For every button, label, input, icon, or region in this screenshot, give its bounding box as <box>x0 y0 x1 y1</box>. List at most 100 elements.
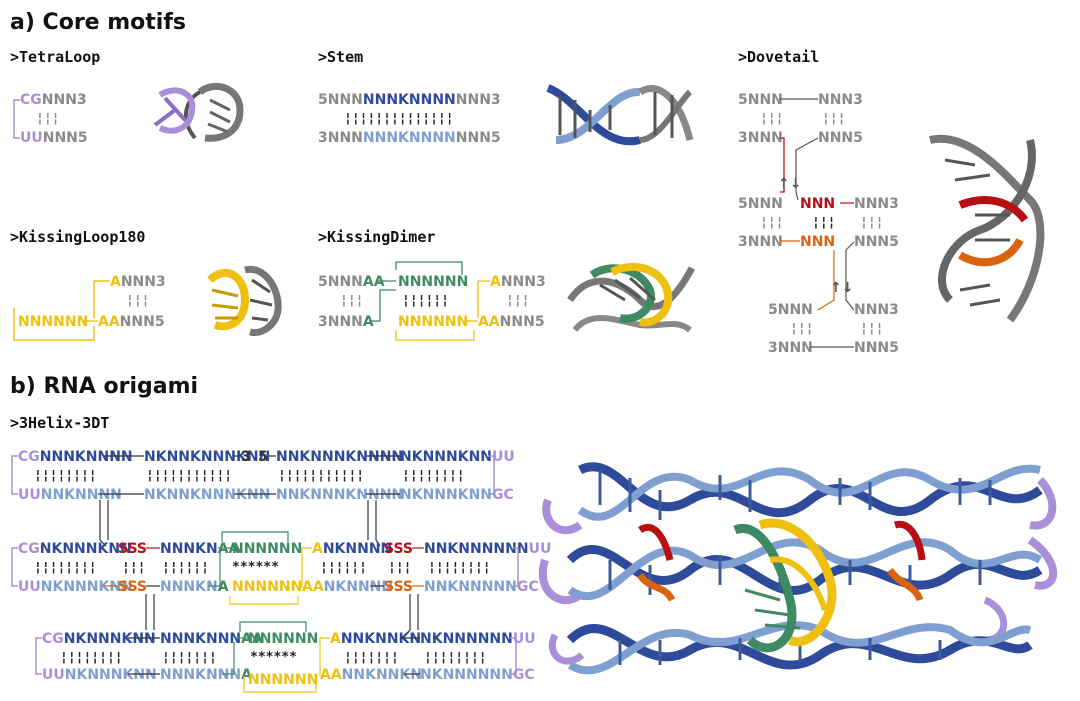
svg-text:¦¦¦¦¦¦: ¦¦¦¦¦¦ <box>162 560 209 575</box>
svg-text:AANKNNNN: AANKNNNN <box>302 579 393 595</box>
stem-diagram: 5NNNNNNKNNNNNNN3 ¦¦¦¦¦¦¦¦¦¦¦¦¦¦ 3NNNNNNK… <box>318 88 690 146</box>
svg-text:¦¦¦: ¦¦¦ <box>122 560 145 575</box>
kissingloop-3d-model <box>210 269 278 332</box>
svg-text:AANNN5: AANNN5 <box>98 314 165 330</box>
svg-text:CGNNNKNNNN: CGNNNKNNNN <box>18 449 133 465</box>
stem-3d-model <box>548 88 690 141</box>
svg-text:¦¦¦¦¦¦¦¦: ¦¦¦¦¦¦¦¦ <box>424 650 487 665</box>
svg-text:5: 5 <box>258 449 268 465</box>
svg-text:******: ****** <box>232 560 279 575</box>
svg-text:¦¦¦: ¦¦¦ <box>760 215 783 230</box>
svg-text:NNKNNNNNGC: NNKNNNNNGC <box>424 579 539 595</box>
tetra-bot-loop: UU <box>20 130 43 146</box>
svg-text:¦¦¦¦¦¦¦¦: ¦¦¦¦¦¦¦¦ <box>402 468 465 483</box>
svg-text:3: 3 <box>241 449 251 465</box>
svg-text:AANNKNNKN: AANNKNNKN <box>320 667 422 683</box>
svg-text:CGNKNNNKNN: CGNKNNNKNN <box>42 631 156 647</box>
svg-text:¦¦¦: ¦¦¦ <box>506 293 529 308</box>
svg-text:UUNNN5: UUNNN5 <box>20 130 88 146</box>
svg-text:¦¦¦: ¦¦¦ <box>822 111 845 126</box>
stem-pairs: ¦¦¦¦¦¦¦¦¦¦¦¦¦¦ <box>344 111 454 126</box>
svg-text:3NNNA: 3NNNA <box>318 314 374 330</box>
svg-text:NKNNKNNNKNN: NKNNKNNNKNN <box>144 449 270 465</box>
svg-text:NNN5: NNN5 <box>854 234 899 250</box>
svg-text:NNN: NNN <box>800 196 835 212</box>
svg-text:3NNNNNNKNNNNNNN5: 3NNNNNNKNNNNNNN5 <box>318 130 501 146</box>
origami-3d-model <box>543 467 1053 671</box>
svg-text:SSS: SSS <box>384 579 413 595</box>
tetraloop-3d-model <box>155 86 240 138</box>
svg-text:SSS: SSS <box>118 541 147 557</box>
svg-text:3NNN: 3NNN <box>768 340 813 356</box>
dovetail-diagram: 5NNN NNN3 ¦¦¦ ¦¦¦ 3NNN NNN5 ↑↓ 5NNN NNN … <box>738 92 1040 356</box>
svg-text:NNNNNN: NNNNNN <box>232 579 302 595</box>
svg-text:¦¦¦: ¦¦¦ <box>790 321 813 336</box>
svg-text:3NNN: 3NNN <box>738 130 783 146</box>
svg-text:CGNNN3: CGNNN3 <box>20 92 87 108</box>
svg-text:5NNNNNNKNNNNNNN3: 5NNNNNNKNNNNNNN3 <box>318 92 501 108</box>
svg-text:NNNNNN: NNNNNN <box>248 631 318 647</box>
svg-text:5NNN: 5NNN <box>768 302 813 318</box>
svg-text:NNNKNNNA: NNNKNNNA <box>160 667 252 683</box>
tetra-pairs: ¦¦¦ <box>36 111 59 126</box>
dovetail-3d-model <box>930 139 1040 320</box>
svg-text:¦¦¦¦¦¦: ¦¦¦¦¦¦ <box>402 293 449 308</box>
tetra-top-loop: CG <box>20 92 42 108</box>
svg-text:NNNKNAA: NNNKNAA <box>160 541 240 557</box>
svg-text:NNN5: NNN5 <box>854 340 899 356</box>
svg-text:5NNNAA: 5NNNAA <box>318 274 385 290</box>
tetra-bot-stem: NNN5 <box>43 130 88 146</box>
svg-text:¦¦¦: ¦¦¦ <box>860 321 883 336</box>
svg-text:ANKNNNN: ANKNNNN <box>312 541 392 557</box>
svg-text:UUNKNNNKNN: UUNKNNNKNN <box>42 667 157 683</box>
svg-text:¦¦¦: ¦¦¦ <box>388 560 411 575</box>
svg-text:¦¦¦: ¦¦¦ <box>860 215 883 230</box>
svg-text:ANNN3: ANNN3 <box>490 274 546 290</box>
svg-text:NKNNNKNNGC: NKNNNKNNGC <box>400 487 514 503</box>
svg-text:******: ****** <box>250 650 297 665</box>
svg-text:NNNNNN: NNNNNN <box>398 274 468 290</box>
svg-text:5NNN: 5NNN <box>738 196 783 212</box>
tetra-top-stem: NNN3 <box>42 92 87 108</box>
svg-text:¦¦¦¦¦¦¦: ¦¦¦¦¦¦¦ <box>162 650 217 665</box>
svg-text:NNKNNNKNNNN: NNKNNNKNNNN <box>276 449 403 465</box>
svg-text:5NNN: 5NNN <box>738 92 783 108</box>
kissingloop-diagram: ANNN3 ¦¦¦ NNNNNN AANNN5 <box>14 269 278 340</box>
svg-text:NNKNNNNNNUU: NNKNNNNNNUU <box>424 541 551 557</box>
svg-text:AANNN5: AANNN5 <box>478 314 545 330</box>
svg-text:3NNN: 3NNN <box>738 234 783 250</box>
svg-text:ANNN3: ANNN3 <box>110 274 166 290</box>
svg-text:NKNNNNNNUU: NKNNNNNNUU <box>420 631 536 647</box>
svg-text:↑↓: ↑↓ <box>830 280 853 296</box>
svg-text:NNNNNN: NNNNNN <box>18 314 88 330</box>
svg-text:↑↓: ↑↓ <box>778 176 801 192</box>
svg-text:UUNNKNNNN: UUNNKNNNN <box>18 487 122 503</box>
svg-text:NNNNNN: NNNNNN <box>248 672 318 688</box>
svg-text:SSS: SSS <box>118 579 147 595</box>
svg-text:¦¦¦: ¦¦¦ <box>760 111 783 126</box>
svg-text:NNN5: NNN5 <box>818 130 863 146</box>
kissingdimer-diagram: 5NNNAA NNNNNN ANNN3 ¦¦¦ ¦¦¦¦¦¦ ¦¦¦ 3NNNA… <box>318 262 692 340</box>
svg-text:CGNKNNNKNN: CGNKNNNKNN <box>18 541 132 557</box>
kissingdimer-3d-model <box>570 267 692 330</box>
svg-text:NNNNNN: NNNNNN <box>232 541 302 557</box>
svg-text:¦¦¦¦¦¦¦¦¦¦¦: ¦¦¦¦¦¦¦¦¦¦¦ <box>146 468 232 483</box>
svg-text:¦¦¦¦¦¦¦¦¦¦¦: ¦¦¦¦¦¦¦¦¦¦¦ <box>278 468 364 483</box>
svg-text:NKNNNNNNGC: NKNNNNNNGC <box>420 667 535 683</box>
svg-text:SSS: SSS <box>384 541 413 557</box>
svg-text:NKNNKNNNKNN: NKNNKNNNKNN <box>144 487 270 503</box>
svg-text:¦¦¦¦¦¦¦: ¦¦¦¦¦¦¦ <box>344 650 399 665</box>
svg-text:NNN3: NNN3 <box>854 302 899 318</box>
svg-text:NNKNNNKNNNN: NNKNNNKNNNN <box>276 487 403 503</box>
svg-text:¦¦¦: ¦¦¦ <box>126 293 149 308</box>
svg-text:¦¦¦¦¦¦¦¦: ¦¦¦¦¦¦¦¦ <box>34 560 97 575</box>
svg-text:NNN3: NNN3 <box>854 196 899 212</box>
svg-text:UUNKNNNKNN: UUNKNNNKNN <box>18 579 133 595</box>
svg-text:¦¦¦¦¦¦¦¦: ¦¦¦¦¦¦¦¦ <box>34 468 97 483</box>
svg-text:NKNNNKNNUU: NKNNNKNNUU <box>400 449 515 465</box>
svg-text:NNNKNA: NNNKNA <box>160 579 229 595</box>
svg-text:ANNKNNKN: ANNKNNKN <box>330 631 421 647</box>
svg-text:¦¦¦¦¦¦¦¦: ¦¦¦¦¦¦¦¦ <box>60 650 123 665</box>
svg-text:¦¦¦: ¦¦¦ <box>812 215 835 230</box>
